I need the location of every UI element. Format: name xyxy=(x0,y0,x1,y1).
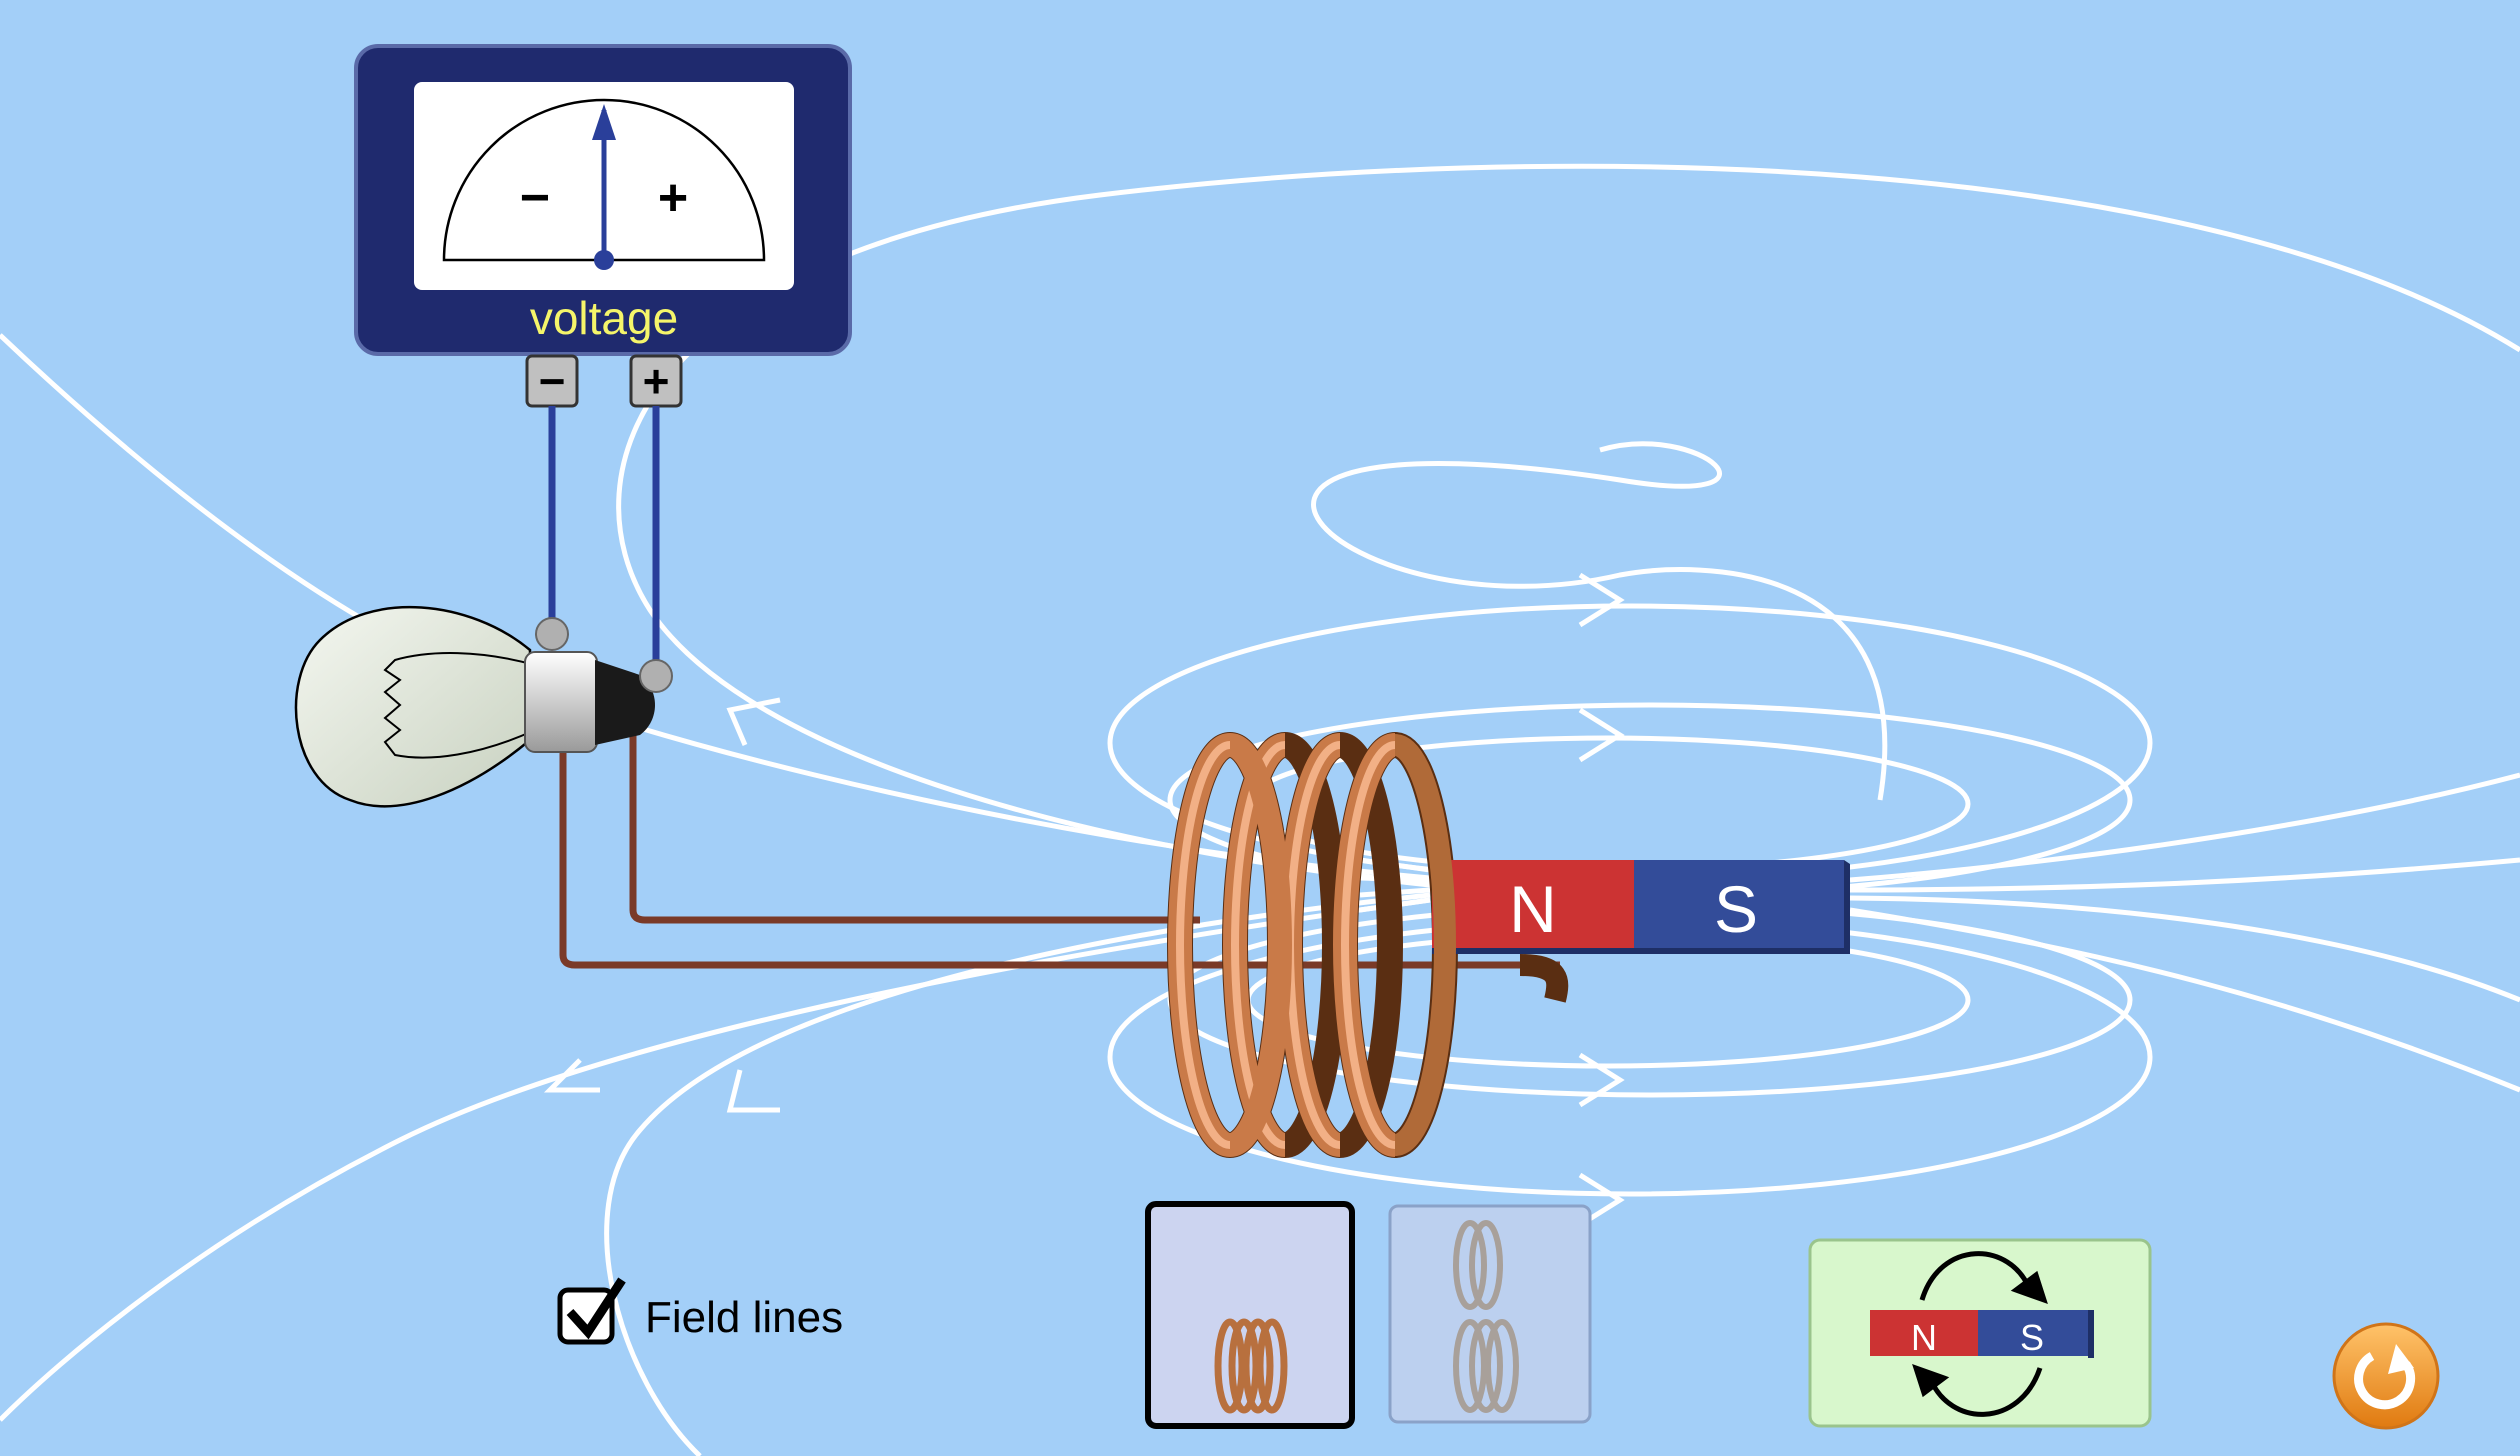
field-line xyxy=(1849,857,2520,893)
flip-magnet-button[interactable]: N S xyxy=(1808,1238,2152,1428)
bulb-glass xyxy=(294,605,532,808)
field-lines-checkbox[interactable]: Field lines xyxy=(557,1277,843,1345)
magnetic-field-lines xyxy=(0,163,2520,1456)
mini-magnet-north xyxy=(1870,1310,1978,1356)
field-line xyxy=(1849,895,2520,1003)
field-arrow xyxy=(1578,1052,1625,1108)
checkmark-icon xyxy=(566,1277,626,1340)
magnet-south-label: S xyxy=(1714,872,1758,946)
bulb-contact-right xyxy=(639,659,673,693)
field-arrow xyxy=(1578,1172,1625,1228)
terminal-negative-sign: − xyxy=(539,355,566,407)
field-line xyxy=(604,892,1431,1456)
coil-front xyxy=(1168,733,1456,1157)
coil-option-two-coils[interactable] xyxy=(1388,1204,1592,1424)
reset-button[interactable] xyxy=(2332,1322,2440,1430)
field-line xyxy=(0,897,1431,1422)
light-bulb xyxy=(294,605,673,808)
voltmeter-leads xyxy=(548,406,660,665)
field-arrow xyxy=(1578,572,1625,628)
bulb-filament xyxy=(383,652,536,759)
field-line xyxy=(0,333,1431,881)
coil-thumbnail-icon xyxy=(1453,1220,1519,1413)
field-arrow xyxy=(543,1058,600,1093)
dial-plus-sign: + xyxy=(658,169,688,227)
magnet-north xyxy=(1432,860,1634,950)
terminal-negative: − xyxy=(525,354,579,408)
field-line xyxy=(1311,441,1888,801)
bulb-socket xyxy=(524,651,598,753)
flip-arrows-icon xyxy=(1912,1251,2048,1417)
terminal-positive-sign: + xyxy=(643,355,670,407)
field-line xyxy=(1849,772,2520,883)
field-arrow xyxy=(726,1069,780,1113)
voltmeter-label: voltage xyxy=(530,292,678,344)
magnet-south xyxy=(1634,860,1844,950)
terminal-positive: + xyxy=(629,354,683,408)
field-arrow xyxy=(726,697,781,746)
checkbox-box[interactable] xyxy=(557,1287,615,1345)
mini-magnet-north-label: N xyxy=(1911,1317,1937,1358)
mini-magnet-south-label: S xyxy=(2020,1317,2044,1358)
mini-magnet-south xyxy=(1978,1310,2088,1356)
bulb-contact-left xyxy=(535,617,569,651)
bar-magnet[interactable]: N S xyxy=(1432,860,1850,954)
magnet-north-label: N xyxy=(1509,872,1557,946)
reset-icon xyxy=(2354,1344,2416,1410)
voltmeter: − + voltage − + xyxy=(354,44,852,408)
field-arrow xyxy=(1578,707,1625,763)
field-lines-label: Field lines xyxy=(645,1293,843,1342)
field-line xyxy=(1849,907,2520,1093)
circuit-wires xyxy=(559,700,1560,969)
magnet-edge xyxy=(1844,860,1850,952)
field-line xyxy=(616,163,2520,888)
coil-thumbnail-icon xyxy=(1214,1318,1288,1414)
coil-option-four-loop[interactable] xyxy=(1145,1201,1355,1429)
voltmeter-needle xyxy=(592,104,616,270)
dial-minus-sign: − xyxy=(520,169,550,227)
